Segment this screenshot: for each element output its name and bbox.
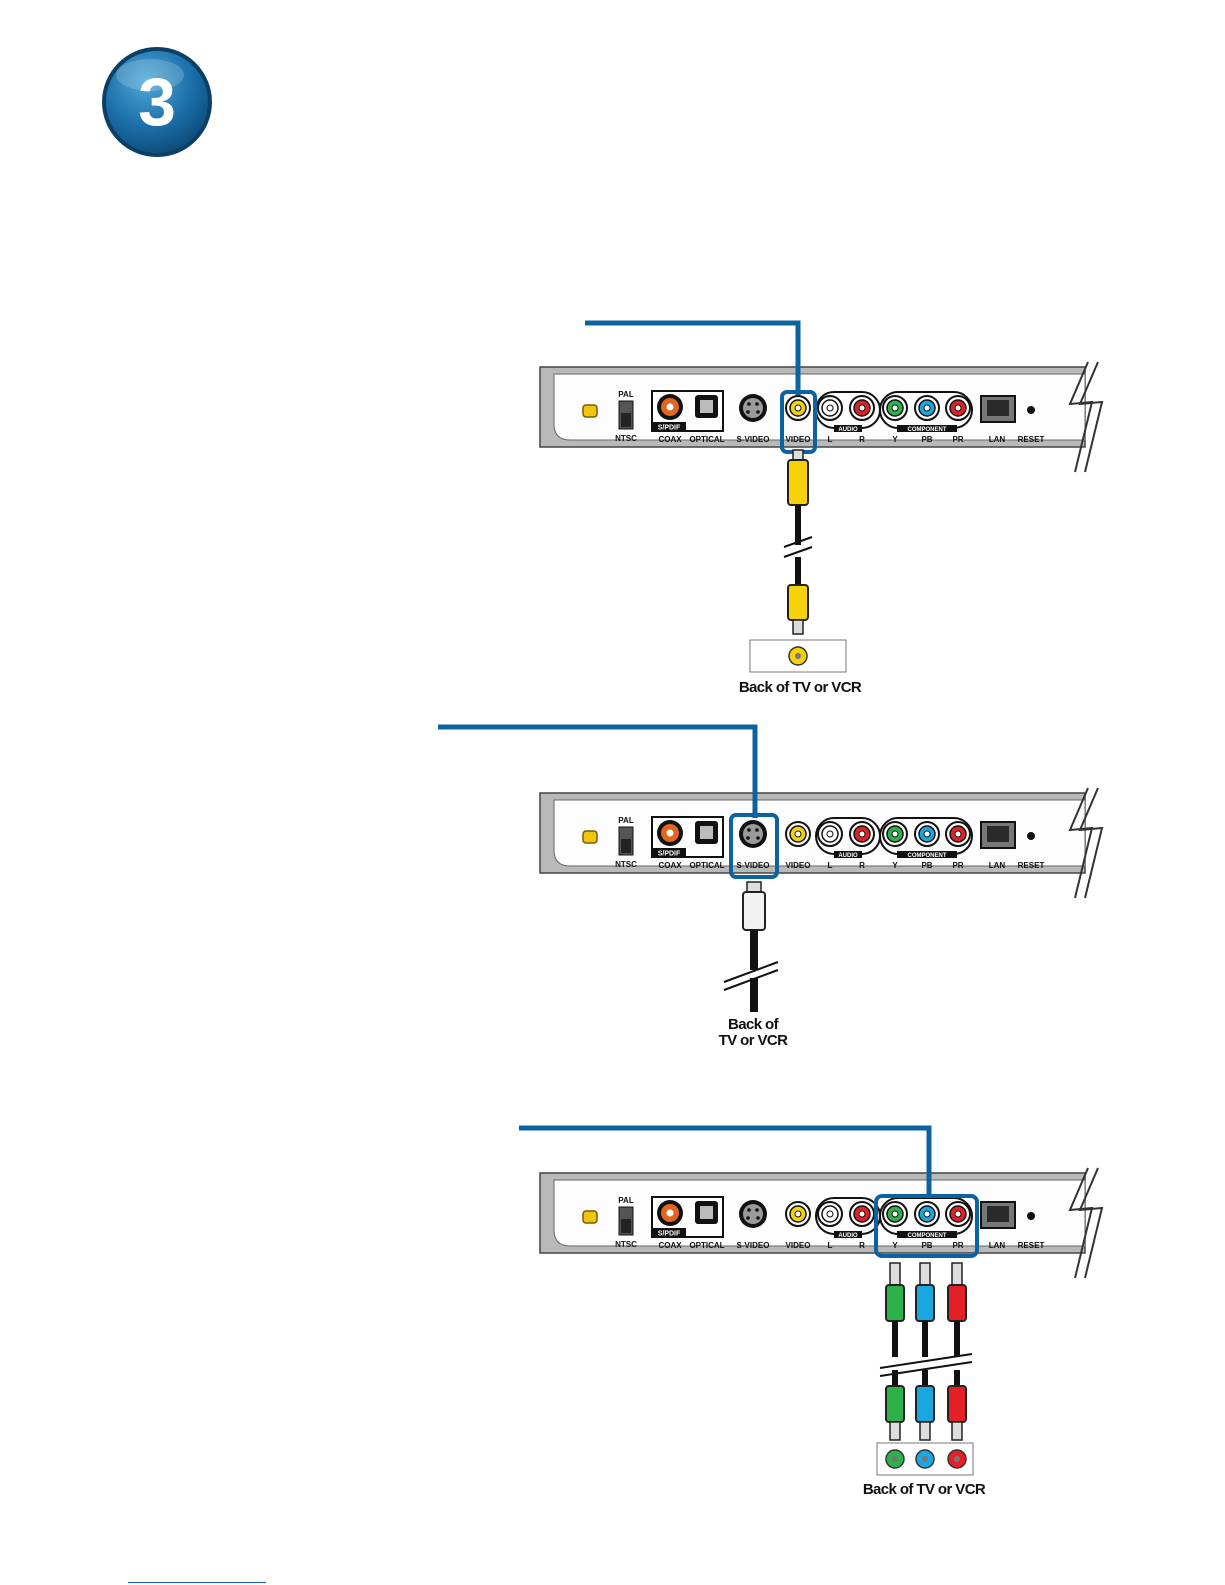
component-cable-green	[886, 1263, 904, 1440]
panel-label-pb: PB	[921, 1241, 932, 1250]
tv-caption: Back of TV or VCR	[863, 1481, 986, 1498]
panel-label-spdif: S/PDIF	[658, 1231, 681, 1238]
reset-button	[1027, 1212, 1035, 1220]
component-y-jack	[883, 1202, 907, 1226]
panel-label-y: Y	[892, 1241, 898, 1250]
panel-label-svideo: S-VIDEO	[737, 1241, 770, 1250]
panel-label-l: L	[828, 1241, 833, 1250]
panel-label-r: R	[859, 1241, 865, 1250]
panel-label-coax: COAX	[658, 1241, 682, 1250]
audio-left-jack	[818, 1202, 842, 1226]
component-pb-jack	[915, 1202, 939, 1226]
component-pr-jack	[946, 1202, 970, 1226]
panel-label-optical: OPTICAL	[689, 1241, 724, 1250]
panel-label-lan: LAN	[989, 1241, 1006, 1250]
audio-right-jack	[850, 1202, 874, 1226]
tv-back-panel	[877, 1443, 973, 1475]
panel-label-component: COMPONENT	[908, 1233, 947, 1239]
device-back-panel: PAL NTSC S/PDIF COAX OPTICAL S-VIDEO VIDEO AUDI…	[540, 1168, 1102, 1278]
panel-label-pal: PAL	[618, 1196, 634, 1205]
footer-rule	[128, 1582, 266, 1583]
panel-label-ntsc: NTSC	[615, 1240, 637, 1249]
video-jack	[786, 1202, 810, 1226]
panel-label-pr: PR	[952, 1241, 963, 1250]
panel-label-reset: RESET	[1018, 1241, 1045, 1250]
panel-label-audio: AUDIO	[838, 1233, 858, 1239]
component-cable-blue	[916, 1263, 934, 1440]
component-cables	[880, 1263, 972, 1440]
power-jack	[583, 1211, 597, 1223]
panel-label-video: VIDEO	[786, 1241, 811, 1250]
component-cable-red	[948, 1263, 966, 1440]
